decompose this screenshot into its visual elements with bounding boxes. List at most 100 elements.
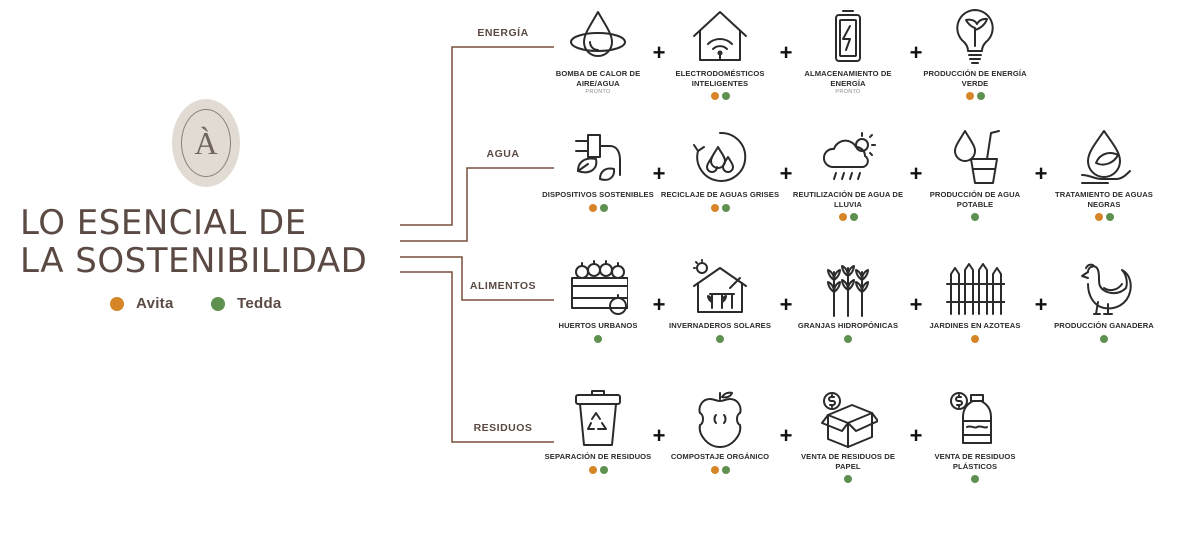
avita-dot [1094,213,1103,221]
avita-dot [710,465,719,474]
item-label: PRODUCCIÓN GANADERA [1054,321,1154,330]
tedda-dot [594,334,602,343]
item-2-3: REUTILIZACIÓN DE AGUA DE LLUVIA [788,127,908,221]
page-title: LO ESENCIAL DE LA SOSTENIBILIDAD [20,204,367,280]
availability-dots [1044,213,1164,221]
picket-fence-icon [946,263,1005,315]
item-1-4: PRODUCCIÓN DE ENERGÍA VERDE [915,6,1035,100]
availability-dots [538,334,658,343]
tedda-dot [1105,213,1114,221]
item-2-1: DISPOSITIVOS SOSTENIBLES [538,127,658,212]
recycle-bin-icon [575,390,621,446]
item-label: VENTA DE RESIDUOS PLÁSTICOS [934,452,1016,471]
legend-avita-label: Avita [136,295,174,312]
category-label-3: ALIMENTOS [469,280,537,292]
cardboard-box-dollar-icon [821,392,878,448]
page-title-line-1: LO ESENCIAL DE [20,203,307,243]
plus-sign: + [909,40,923,65]
battery-charge-icon [835,10,861,62]
legend-tedda-label: Tedda [237,295,282,312]
item-label: JARDINES EN AZOTEAS [929,321,1021,330]
availability-dots [538,465,658,474]
apple-core-icon [698,391,742,448]
item-label: VENTA DE RESIDUOS DE PAPEL [801,452,895,471]
avita-dot [710,203,719,212]
connector-1 [400,46,554,226]
plus-sign: + [779,40,793,65]
fruit-crate-icon [571,260,628,315]
category-label-4: RESIDUOS [473,422,533,434]
hen-icon [1081,263,1132,315]
item-label: RECICLAJE DE AGUAS GRISES [660,190,780,199]
item-2-2: RECICLAJE DE AGUAS GRISES [660,127,780,212]
brand-logo-letter: À [181,109,231,177]
availability-dots [538,203,658,212]
tedda-dot [976,92,985,100]
connector-4 [400,271,554,443]
avita-dot [710,92,719,100]
item-3-1: HUERTOS URBANOS [538,258,658,343]
avita-dot [588,465,597,474]
availability-dots [915,475,1035,483]
smart-home-wifi-icon [693,11,747,61]
tedda-dot [844,334,852,343]
item-2-5: TRATAMIENTO DE AGUAS NEGRAS [1044,127,1164,221]
item-label: SEPARACIÓN DE RESIDUOS [544,452,652,461]
plus-sign: + [652,423,666,448]
item-label: PRODUCCIÓN DE AGUA POTABLE [929,190,1021,209]
availability-dots [660,465,780,474]
plus-sign: + [652,161,666,186]
availability-dots [788,334,908,343]
plastic-bottle-dollar-icon [950,392,992,444]
page-title-line-2: LA SOSTENIBILIDAD [20,241,368,281]
tedda-dot [599,465,608,474]
avita-dot [965,92,974,100]
avita-dot [838,213,847,221]
availability-dots [788,475,908,483]
category-label-2: AGUA [486,148,520,160]
plus-sign: + [909,161,923,186]
plug-leaf-icon [575,134,621,181]
tedda-dot [849,213,858,221]
tedda-dot [971,475,979,483]
avita-dot [588,203,597,212]
tedda-dot [721,92,730,100]
item-status: PRONTO [585,89,611,95]
water-recycle-icon [693,131,747,182]
item-label: ALMACENAMIENTO DE ENERGÍA [804,69,892,88]
availability-dots [660,203,780,212]
item-2-4: PRODUCCIÓN DE AGUA POTABLE [915,127,1035,221]
item-label: DISPOSITIVOS SOSTENIBLES [542,190,654,199]
plus-sign: + [779,292,793,317]
drinking-water-glass-icon [954,130,1000,184]
item-4-3: VENTA DE RESIDUOS DE PAPEL [788,389,908,483]
legend-avita-dot [110,296,124,311]
tedda-dot [716,334,724,343]
availability-dots [660,334,780,343]
greenhouse-icon [693,259,747,313]
connector-2 [400,167,554,242]
tedda-dot [844,475,852,483]
water-drop-orbit-icon [570,11,626,57]
rain-cloud-sun-icon [823,132,876,180]
item-3-5: PRODUCCIÓN GANADERA [1044,258,1164,343]
tedda-dot [971,213,979,221]
plus-sign: + [1034,161,1048,186]
legend-avita: Avita [110,295,174,312]
plus-sign: + [652,292,666,317]
plus-sign: + [779,423,793,448]
item-label: BOMBA DE CALOR DE AIRE/AGUA [555,69,641,88]
item-label: REUTILIZACIÓN DE AGUA DE LLUVIA [792,190,904,209]
availability-dots [915,92,1035,100]
category-label-1: ENERGÍA [477,27,529,39]
item-label: INVERNADEROS SOLARES [669,321,771,330]
item-label: PRODUCCIÓN DE ENERGÍA VERDE [923,69,1027,88]
brand-logo: À [172,99,240,187]
tedda-dot [721,465,730,474]
tedda-dot [721,203,730,212]
item-4-4: VENTA DE RESIDUOS PLÁSTICOS [915,389,1035,483]
legend-tedda: Tedda [211,295,282,312]
plus-sign: + [909,292,923,317]
